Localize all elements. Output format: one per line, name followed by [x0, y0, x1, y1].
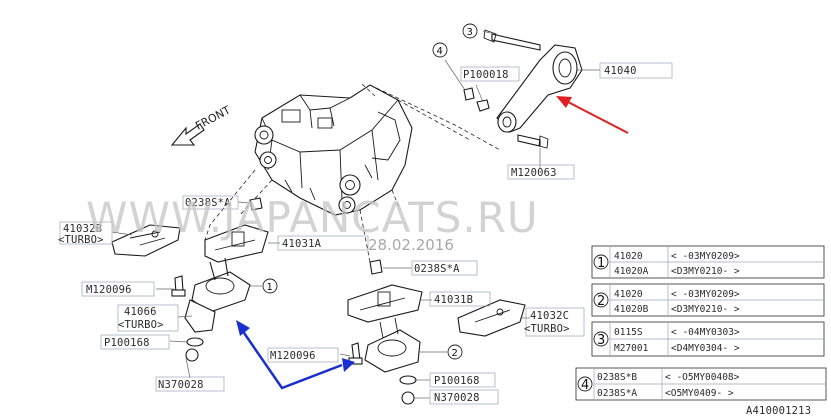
- table-3-part-a: 0115S: [614, 327, 643, 338]
- table-4-range-b: <O5MY0409- >: [665, 388, 734, 399]
- table-2-part-b: 41020B: [614, 304, 649, 315]
- table-num-1: 1: [597, 256, 605, 271]
- part-number-table: 1 41020 < -03MY0209> 41020A <D3MY0210- >…: [575, 245, 827, 401]
- label-p100168-left: P100168: [104, 337, 150, 349]
- callout-3: 3: [462, 23, 478, 39]
- label-41040: 41040: [604, 65, 637, 77]
- part-labels: P100018 41040 M120063 0238S*A 41032B <TU…: [58, 65, 637, 404]
- table-4-range-a: < -O5MY00408>: [665, 372, 740, 383]
- label-0238s-a-mid: 0238S*A: [414, 263, 460, 275]
- watermark-date: 28.02.2016: [368, 236, 454, 254]
- table-4-part-a: 0238S*B: [597, 372, 637, 383]
- label-41032b-turbo: <TURBO>: [58, 234, 104, 246]
- right-mount-drawing: [347, 259, 526, 405]
- callout-3-number: 3: [467, 27, 473, 38]
- callout-4-number: 4: [437, 46, 443, 57]
- label-41031b: 41031B: [434, 294, 473, 306]
- table-2-part-a: 41020: [614, 289, 643, 300]
- label-41032b: 41032B: [63, 223, 102, 235]
- label-n370028-bottom: N370028: [434, 392, 480, 404]
- label-m120096-left: M120096: [86, 284, 132, 296]
- table-2-range-b: <D3MY0210- >: [671, 304, 740, 315]
- watermark-text: WWW.JAPANCATS.RU: [86, 193, 539, 242]
- table-4-part-b: 0238S*A: [597, 388, 637, 399]
- label-p100018: P100018: [463, 69, 509, 81]
- label-boxes: [59, 62, 673, 405]
- red-annotation-arrow: [556, 96, 629, 134]
- label-m120096-bottom: M120096: [270, 350, 316, 362]
- table-3-range-a: < -04MY0303>: [671, 327, 740, 338]
- callout-1-number: 1: [267, 282, 273, 293]
- table-1-part-a: 41020: [614, 251, 643, 262]
- table-1-range-b: <D3MY0210- >: [671, 266, 740, 277]
- label-m120063: M120063: [511, 167, 557, 179]
- diagram-code: A410001213: [746, 405, 811, 417]
- label-0238s-a-top: 0238S*A: [185, 197, 231, 209]
- blue-annotation-arrow: [236, 320, 355, 390]
- engine-block-drawing: [254, 84, 413, 216]
- table-3-range-b: <D4MY0304- >: [671, 343, 740, 354]
- engine-dashed-leaders: [204, 83, 501, 263]
- table-2-range-a: < -03MY0209>: [671, 289, 740, 300]
- callout-1: 1: [262, 278, 278, 294]
- label-41032c-turbo: <TURBO>: [524, 323, 570, 335]
- callout-2: 2: [447, 344, 463, 360]
- label-41031a: 41031A: [282, 238, 322, 250]
- label-41066: 41066: [124, 306, 157, 318]
- label-p100168-bottom: P100168: [434, 375, 480, 387]
- label-41032c: 41032C: [530, 310, 569, 322]
- watermark: WWW.JAPANCATS.RU 28.02.2016: [86, 193, 539, 254]
- callout-2-number: 2: [452, 348, 458, 359]
- table-1-range-a: < -03MY0209>: [671, 251, 740, 262]
- pitching-stopper-drawing: [463, 29, 583, 149]
- table-3-part-b: M27001: [614, 343, 649, 354]
- table-num-3: 3: [597, 333, 605, 348]
- table-num-2: 2: [597, 294, 605, 309]
- front-label: FRONT: [193, 103, 233, 132]
- table-1-part-b: 41020A: [614, 266, 649, 277]
- front-direction-indicator: FRONT: [170, 103, 233, 146]
- table-num-4: 4: [581, 378, 589, 393]
- label-n370028-left: N370028: [158, 379, 204, 391]
- left-mount-drawing: [111, 197, 269, 362]
- callout-4: 4: [432, 42, 448, 58]
- label-41066-turbo: <TURBO>: [118, 319, 164, 331]
